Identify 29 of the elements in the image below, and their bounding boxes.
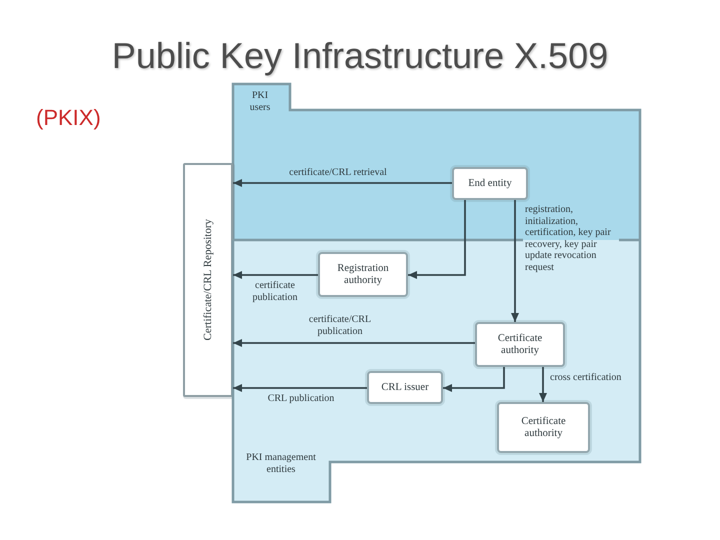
edge-label: cross certification [550, 372, 622, 384]
arrow [511, 200, 519, 322]
process-box [497, 402, 590, 453]
arrow [233, 384, 367, 392]
subtitle: (PKIX) [36, 104, 101, 132]
process-box [318, 252, 408, 297]
repository-box [183, 163, 233, 397]
node-label: Certificate authority [520, 416, 567, 440]
process-box [452, 167, 528, 200]
node-label: Registration authority [336, 262, 390, 286]
edge-label: CRL publication [266, 393, 336, 404]
arrow [408, 200, 466, 279]
region-label: PKI management entities [245, 452, 317, 476]
node-label: Certificate authority [496, 332, 544, 356]
arrow [443, 367, 505, 392]
node-label: CRL issuer [381, 382, 429, 394]
edge-label: registration, initialization, certification, key pair recovery, key pair update revocation request [525, 204, 612, 273]
arrow [539, 367, 547, 402]
arrow [233, 179, 452, 187]
title: Public Key Infrastructure X.509 [110, 34, 610, 78]
process-box [475, 322, 565, 367]
arrow [233, 271, 318, 279]
repository-label: Certificate/CRL Repository [202, 219, 214, 341]
region-panel [233, 240, 640, 502]
node-label: End entity [468, 178, 512, 190]
process-box [367, 371, 443, 404]
arrow [233, 339, 475, 347]
region-label: PKI users [248, 90, 272, 114]
region-panel [233, 84, 640, 240]
